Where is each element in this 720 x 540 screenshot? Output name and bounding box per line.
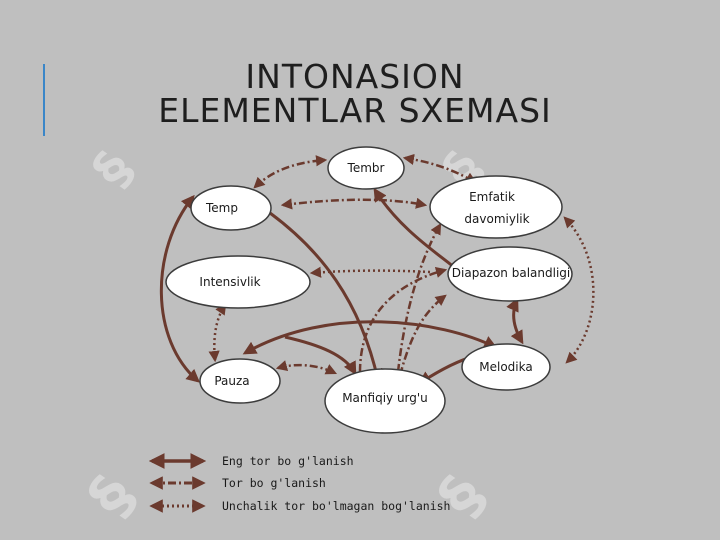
- watermark-logo: §: [425, 464, 500, 529]
- strong-link: [284, 335, 357, 376]
- node-emfatik: Emfatik davomiylik: [429, 175, 563, 239]
- node-temp: Temp: [190, 185, 272, 231]
- title-line-2: ELEMENTLAR SXEMASI: [158, 91, 552, 130]
- medium-link: [253, 155, 328, 189]
- node-label: davomiylik: [464, 212, 529, 226]
- watermark-logo: §: [75, 464, 150, 529]
- node-diapazon: Diapazon balandligi: [447, 246, 573, 302]
- medium-link: [275, 360, 338, 375]
- node-intensivlik: Intensivlik: [165, 255, 311, 309]
- legend: Eng tor bo g'lanish Tor bo g'lanish Unch…: [148, 453, 450, 513]
- legend-label: Unchalik tor bo'lmagan bog'lanish: [222, 499, 450, 513]
- title-line-1: INTONASION: [245, 57, 465, 96]
- node-label: Emfatik: [469, 190, 515, 204]
- legend-item-medium: Tor bo g'lanish: [149, 476, 326, 490]
- strong-link: [506, 297, 524, 345]
- title-accent-bar: [43, 64, 45, 136]
- legend-label: Tor bo g'lanish: [222, 476, 326, 490]
- weak-link: [309, 266, 431, 278]
- medium-link: [398, 294, 447, 376]
- node-manfiqiy: Manfiqiy urg'u: [324, 368, 446, 434]
- node-tembr: Tembr: [327, 146, 405, 190]
- node-label: Pauza: [214, 374, 249, 388]
- weak-link: [563, 216, 595, 364]
- legend-label: Eng tor bo g'lanish: [222, 454, 354, 468]
- watermark-logo: §: [81, 142, 145, 198]
- node-melodika: Melodika: [461, 343, 551, 391]
- strong-link: [159, 194, 201, 383]
- node-label: Temp: [205, 201, 238, 215]
- strong-link: [242, 320, 498, 355]
- node-label: Diapazon balandligi: [452, 266, 570, 280]
- node-label: Melodika: [479, 360, 532, 374]
- slide-title: INTONASION ELEMENTLAR SXEMASI: [95, 60, 615, 128]
- legend-item-weak: Unchalik tor bo'lmagan bog'lanish: [149, 499, 450, 513]
- node-label: Tembr: [347, 161, 385, 175]
- legend-item-strong: Eng tor bo g'lanish: [148, 453, 354, 469]
- node-label: Manfiqiy urg'u: [342, 391, 428, 405]
- medium-link: [396, 223, 442, 373]
- weak-link: [208, 303, 227, 363]
- medium-link: [280, 197, 428, 210]
- medium-link: [358, 266, 448, 373]
- node-label: Intensivlik: [199, 275, 260, 289]
- node-pauza: Pauza: [199, 358, 281, 404]
